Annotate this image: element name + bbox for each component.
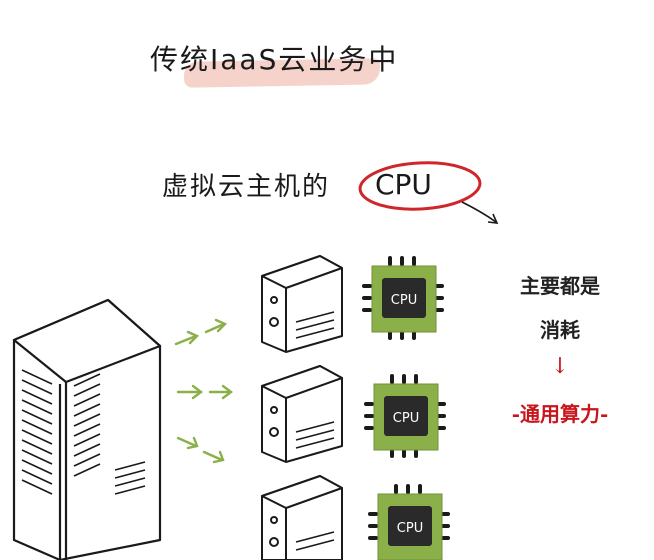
cpu-circle-icon	[358, 161, 499, 224]
annotation-line-3: -通用算力-	[511, 402, 609, 426]
cpu-chip-icon: CPU	[362, 256, 444, 340]
chip-label: CPU	[397, 521, 423, 536]
cpu-chip-icon: CPU	[368, 484, 450, 560]
arrows-group	[174, 318, 233, 464]
cpu-word: CPU	[375, 168, 432, 201]
title-block: 传统IaaS云业务中	[150, 36, 430, 96]
server-rack-icon	[12, 298, 162, 560]
arrow-icon	[174, 318, 228, 346]
page-title: 传统IaaS云业务中	[150, 43, 399, 76]
chip-label: CPU	[393, 411, 419, 426]
server-icon	[261, 255, 343, 353]
chip-label: CPU	[391, 293, 417, 308]
arrow-icon	[176, 384, 233, 400]
annotation-line-2: 消耗	[540, 318, 580, 342]
cpu-chip-icon: CPU	[364, 374, 446, 458]
subtitle: 虚拟云主机的	[162, 172, 331, 202]
annotation-line-1: 主要都是	[520, 274, 600, 298]
server-icon	[261, 475, 343, 560]
server-icon	[261, 365, 343, 463]
arrow-icon	[176, 436, 225, 464]
down-arrow-icon: ↓	[550, 354, 570, 379]
